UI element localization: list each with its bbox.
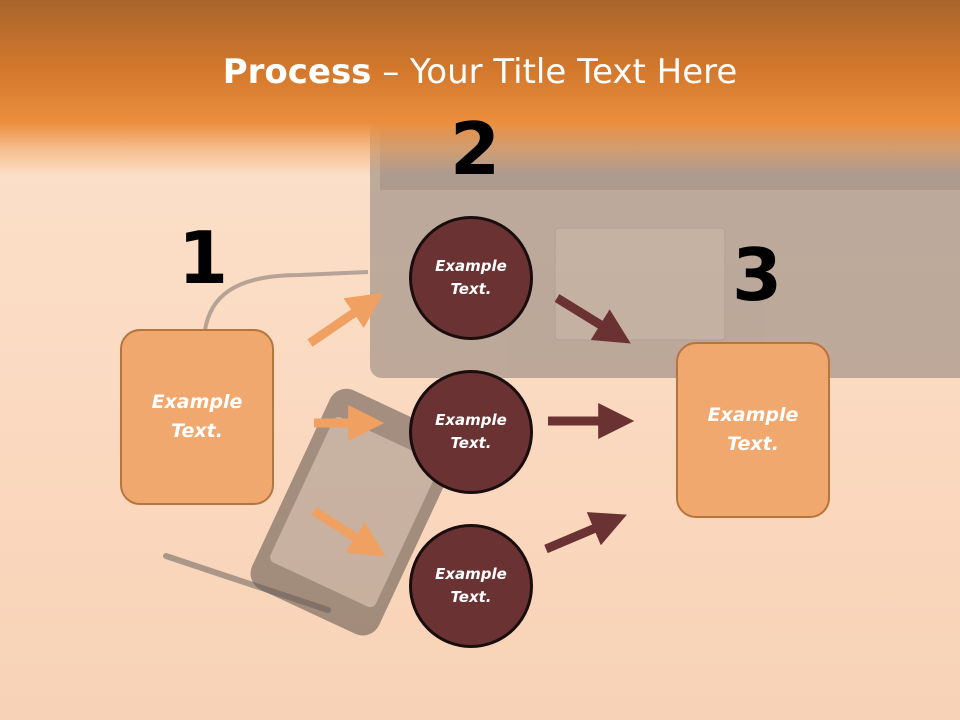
slide-title: Process – Your Title Text Here [0,52,960,92]
top-circle-line2: Text. [450,280,492,298]
left-box-line1: Example [151,391,243,413]
middle-circle-line2: Text. [450,434,492,452]
right-box-line1: Example [707,404,799,426]
step-number-3: 3 [732,233,783,317]
step-number-2: 2 [450,107,501,191]
title-rest: – Your Title Text Here [371,52,738,92]
right-box-line2: Text. [727,433,779,455]
bottom-circle-line2: Text. [450,588,492,606]
bottom-circle-line1: Example [435,565,507,583]
title-bold: Process [222,52,372,92]
step-number-1: 1 [178,216,229,300]
header-band [0,0,960,175]
left-box-line2: Text. [171,420,223,442]
top-circle-line1: Example [435,257,507,275]
middle-circle-line1: Example [435,411,507,429]
usb-cable [203,270,369,331]
stylus-image [163,553,331,613]
